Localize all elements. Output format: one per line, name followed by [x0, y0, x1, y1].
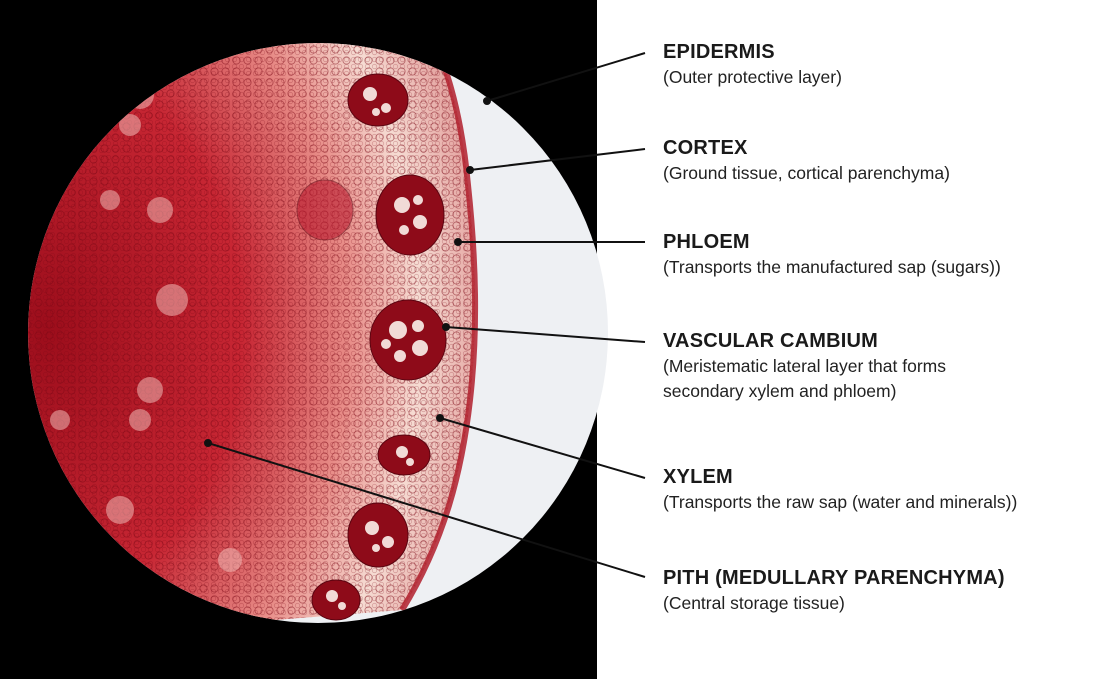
label-title: PHLOEM	[663, 230, 1001, 255]
label-description: (Central storage tissue)	[663, 591, 1005, 616]
leader-dot-pith	[205, 440, 211, 446]
label-description-line-2: secondary xylem and phloem)	[663, 379, 946, 404]
leader-dot-vascular-cambium	[443, 324, 449, 330]
label-xylem: XYLEM (Transports the raw sap (water and…	[663, 465, 1017, 515]
label-description: (Transports the manufactured sap (sugars…	[663, 255, 1001, 280]
label-description: (Transports the raw sap (water and miner…	[663, 490, 1017, 515]
label-title: CORTEX	[663, 136, 950, 161]
leader-dot-cortex	[467, 167, 473, 173]
label-description: (Meristematic lateral layer that forms	[663, 354, 946, 379]
label-pith: PITH (MEDULLARY PARENCHYMA) (Central sto…	[663, 566, 1005, 616]
leader-dot-phloem	[455, 239, 461, 245]
label-title: VASCULAR CAMBIUM	[663, 329, 946, 354]
leader-dot-xylem	[437, 415, 443, 421]
label-title: PITH (MEDULLARY PARENCHYMA)	[663, 566, 1005, 591]
label-description: (Outer protective layer)	[663, 65, 842, 90]
label-description: (Ground tissue, cortical parenchyma)	[663, 161, 950, 186]
label-cortex: CORTEX (Ground tissue, cortical parenchy…	[663, 136, 950, 186]
label-title: EPIDERMIS	[663, 40, 842, 65]
leader-dot-epidermis	[484, 98, 490, 104]
label-epidermis: EPIDERMIS (Outer protective layer)	[663, 40, 842, 90]
label-vascular-cambium: VASCULAR CAMBIUM (Meristematic lateral l…	[663, 329, 946, 404]
label-phloem: PHLOEM (Transports the manufactured sap …	[663, 230, 1001, 280]
label-title: XYLEM	[663, 465, 1017, 490]
leader-line-epidermis	[487, 53, 645, 101]
